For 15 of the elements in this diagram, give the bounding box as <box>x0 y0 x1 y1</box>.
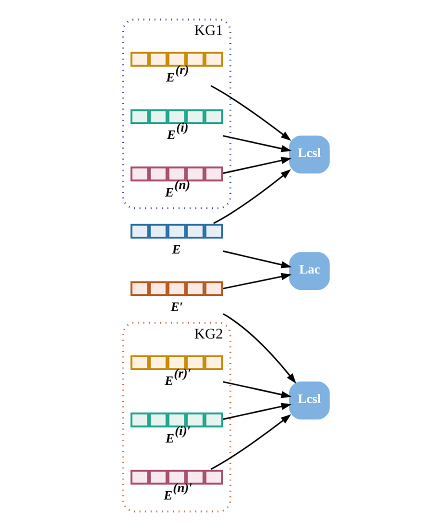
arrow <box>222 313 296 384</box>
arrow <box>212 169 291 224</box>
arrow <box>210 85 291 141</box>
arrow <box>222 250 292 268</box>
arrow <box>222 156 292 174</box>
arrow <box>222 273 292 290</box>
node-box: Lcsl <box>288 136 330 174</box>
arrow <box>222 135 292 152</box>
arrow <box>222 402 292 420</box>
node-box: Lcsl <box>288 382 330 420</box>
arrow <box>222 381 292 398</box>
node-label: E <box>172 242 180 257</box>
node-box: Lac <box>288 252 330 290</box>
node-label: E′ <box>170 298 182 314</box>
arrow <box>210 414 291 470</box>
